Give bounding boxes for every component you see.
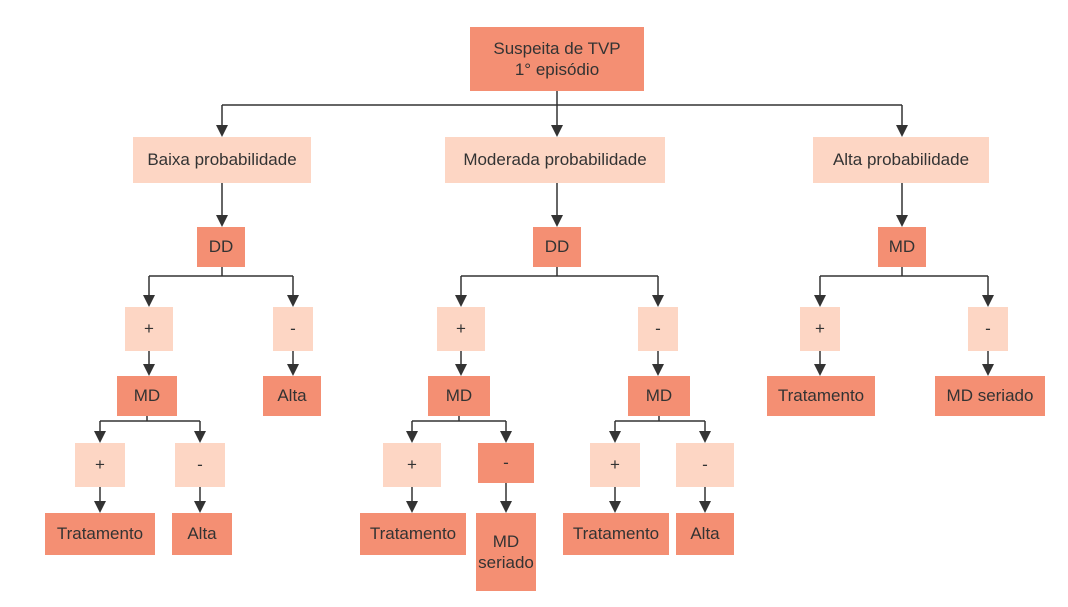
- arrowhead-47: [94, 431, 106, 443]
- alta-md-positive-node: +: [800, 307, 840, 351]
- moderada-alta-node: Alta: [676, 513, 734, 555]
- arrowhead-61: [699, 431, 711, 443]
- baixa-dd-node: DD: [197, 227, 245, 267]
- arrowhead-11: [551, 215, 563, 227]
- arrowhead-53: [406, 431, 418, 443]
- arrowhead-43: [982, 364, 994, 376]
- arrowhead-69: [500, 501, 512, 513]
- moderada-md-negative-branch-node: MD: [628, 376, 690, 416]
- arrowhead-3: [216, 125, 228, 137]
- moderada-dd-positive-node: +: [437, 307, 485, 351]
- baixa-md-negative-node: -: [175, 443, 225, 487]
- moderada-md-neg-positive-node: +: [590, 443, 640, 487]
- arrowhead-73: [699, 501, 711, 513]
- alta-tratamento-node: Tratamento: [767, 376, 875, 416]
- arrowhead-39: [652, 364, 664, 376]
- arrowhead-55: [500, 431, 512, 443]
- arrowhead-9: [216, 215, 228, 227]
- arrowhead-65: [194, 501, 206, 513]
- arrowhead-33: [143, 364, 155, 376]
- baixa-probabilidade-node: Baixa probabilidade: [133, 137, 311, 183]
- moderada-probabilidade-node: Moderada probabilidade: [445, 137, 665, 183]
- baixa-dd-negative-node: -: [273, 307, 313, 351]
- moderada-dd-negative-node: -: [638, 307, 678, 351]
- moderada-tratamento-node: Tratamento: [360, 513, 466, 555]
- alta-md-seriado-node: MD seriado: [935, 376, 1045, 416]
- moderada-md-seriado-node: MD seriado: [476, 513, 536, 591]
- baixa-md-positive-node: +: [75, 443, 125, 487]
- moderada-neg-tratamento-node: Tratamento: [563, 513, 669, 555]
- arrowhead-7: [896, 125, 908, 137]
- arrowhead-71: [609, 501, 621, 513]
- arrowhead-23: [455, 295, 467, 307]
- arrowhead-19: [287, 295, 299, 307]
- moderada-md-neg-negative-node: -: [676, 443, 734, 487]
- arrowhead-41: [814, 364, 826, 376]
- moderada-dd-node: DD: [533, 227, 581, 267]
- baixa-md-alta-node: Alta: [172, 513, 232, 555]
- arrowhead-31: [982, 295, 994, 307]
- moderada-md-pos-positive-node: +: [383, 443, 441, 487]
- arrowhead-25: [652, 295, 664, 307]
- arrowhead-29: [814, 295, 826, 307]
- baixa-tratamento-node: Tratamento: [45, 513, 155, 555]
- arrowhead-17: [143, 295, 155, 307]
- arrowhead-67: [406, 501, 418, 513]
- root-node: Suspeita de TVP 1° episódio: [470, 27, 644, 91]
- arrowhead-59: [609, 431, 621, 443]
- moderada-md-pos-negative-node: -: [478, 443, 534, 483]
- baixa-alta-result-node: Alta: [263, 376, 321, 416]
- arrowhead-35: [287, 364, 299, 376]
- alta-md-node: MD: [878, 227, 926, 267]
- arrowhead-63: [94, 501, 106, 513]
- alta-probabilidade-node: Alta probabilidade: [813, 137, 989, 183]
- moderada-md-positive-branch-node: MD: [428, 376, 490, 416]
- baixa-dd-positive-node: +: [125, 307, 173, 351]
- arrowhead-13: [896, 215, 908, 227]
- alta-md-negative-node: -: [968, 307, 1008, 351]
- baixa-md-node: MD: [117, 376, 177, 416]
- arrowhead-5: [551, 125, 563, 137]
- arrowhead-49: [194, 431, 206, 443]
- arrowhead-37: [455, 364, 467, 376]
